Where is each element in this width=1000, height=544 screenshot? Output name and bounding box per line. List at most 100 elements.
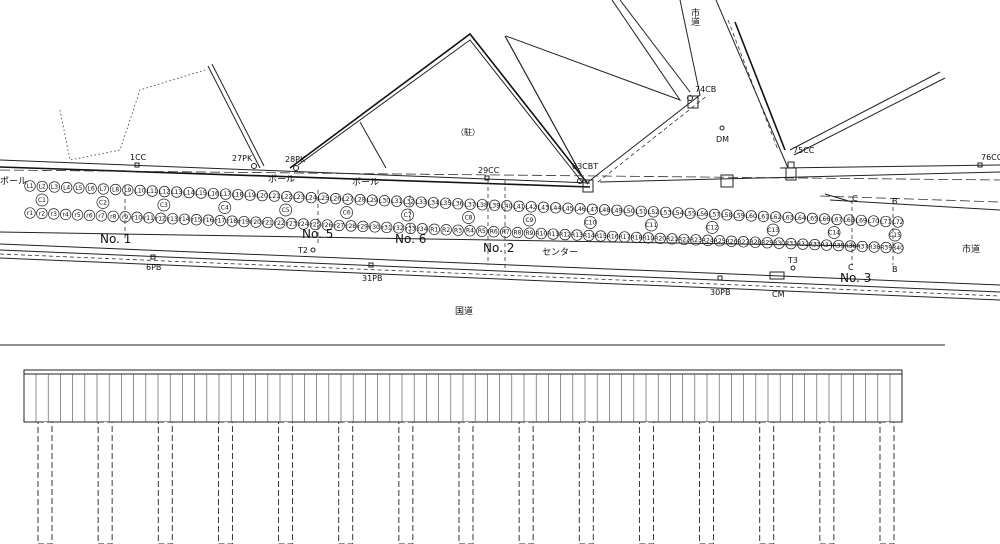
pile-bottom-65-circle xyxy=(785,238,797,250)
utility-box xyxy=(720,174,734,188)
pile-bottom-21-circle xyxy=(262,216,274,229)
pile-bottom-17-circle xyxy=(214,215,226,227)
pile-top-64-circle xyxy=(794,212,806,224)
pile-top-26-circle xyxy=(329,193,342,205)
pile-bottom-54-label: R20 xyxy=(654,235,666,242)
pile-bottom-28-circle xyxy=(345,220,357,232)
pile-bottom-62-label: R28 xyxy=(749,239,761,246)
center-label: センター xyxy=(542,247,578,258)
pile-top-27-label: L27 xyxy=(342,196,353,203)
elevation-pier-7 xyxy=(398,421,414,544)
pile-top-12-circle xyxy=(158,185,171,198)
elevation-pier-1 xyxy=(37,421,53,544)
pile-bottom-5-circle xyxy=(71,209,84,221)
pile-top-47-label: L47 xyxy=(587,206,598,213)
pile-bottom-59-circle xyxy=(713,235,726,247)
pile-bottom-32-circle xyxy=(392,222,405,234)
pile-bottom-43-label: R9 xyxy=(525,230,533,237)
pile-bottom-38-label: R4 xyxy=(466,228,474,235)
pile-bottom-10-circle xyxy=(131,211,143,223)
pile-top-25-label: L25 xyxy=(318,195,329,202)
pile-bottom-11-circle xyxy=(143,212,155,224)
pile-bottom-3-circle xyxy=(48,208,60,220)
pile-top-71-circle xyxy=(880,215,892,228)
pole-left-label: ポール xyxy=(0,176,27,187)
pile-bottom-14-label: r14 xyxy=(180,216,190,223)
pile-top-71-label: L71 xyxy=(880,218,891,225)
pile-top-7-label: L7 xyxy=(100,186,107,193)
pile-top-56-circle xyxy=(696,208,709,220)
marker-t3-label: T3 xyxy=(787,256,798,265)
pile-top-19-label: L19 xyxy=(245,192,256,199)
pile-mid-12-label: C12 xyxy=(706,225,718,232)
pile-top-32-label: L32 xyxy=(403,199,414,206)
pile-top-13-circle xyxy=(171,186,183,198)
no3-label: No. 3 xyxy=(840,271,871,285)
pile-bottom-26-label: r26 xyxy=(322,222,332,229)
pile-mid-10-circle xyxy=(584,216,597,229)
marker-cm-symbol xyxy=(769,271,785,280)
pile-top-5-circle xyxy=(73,182,85,194)
map-labels: 市道 市道 国道 （駐） ポール ポール ポール センター No. 1 No. … xyxy=(0,7,980,317)
pile-bottom-35-circle xyxy=(428,223,440,235)
pile-top-51-label: L51 xyxy=(636,208,647,215)
pile-bottom-56-label: R22 xyxy=(678,236,690,243)
pile-bottom-17-label: r17 xyxy=(215,218,225,225)
pile-top-3-label: L3 xyxy=(51,184,58,191)
pile-top-10-circle xyxy=(134,184,146,197)
pile-top-1-label: L1 xyxy=(26,183,33,190)
pile-bottom-25-label: r25 xyxy=(310,222,320,229)
pile-bottom-66-label: R32 xyxy=(797,241,809,248)
pile-bottom-50-label: R16 xyxy=(607,233,619,240)
pile-bottom-46-circle xyxy=(559,228,571,241)
marker-1cc-symbol xyxy=(134,162,140,168)
pile-top-56-label: L56 xyxy=(697,211,708,218)
elevation-pier-8 xyxy=(458,421,474,544)
pile-bottom-53-label: R19 xyxy=(642,235,654,242)
marker-30pb-label: 30PB xyxy=(710,288,731,297)
pile-bottom-29-label: r29 xyxy=(358,223,368,230)
pile-bottom-24-label: r24 xyxy=(298,221,308,228)
pile-bottom-70-circle xyxy=(844,240,857,252)
pile-bottom-73-label: R39 xyxy=(880,245,892,252)
pole-mid1-label: ポール xyxy=(268,174,295,185)
pile-top-57-label: L57 xyxy=(709,211,720,218)
pile-top-6-circle xyxy=(85,182,97,195)
pile-bottom-57-circle xyxy=(690,234,702,246)
pile-top-23-circle xyxy=(293,191,305,203)
pile-mid-2-label: C2 xyxy=(99,200,107,207)
pile-top-15-circle xyxy=(195,187,207,199)
pile-bottom-41-label: R7 xyxy=(502,229,510,236)
pile-top-37-circle xyxy=(464,198,476,210)
marker-t3-symbol xyxy=(790,265,796,271)
pile-top-46-circle xyxy=(574,203,586,215)
pile-mid-3-circle xyxy=(157,198,171,212)
pile-bottom-5-label: r5 xyxy=(74,212,80,219)
pile-top-22-label: L22 xyxy=(281,194,292,201)
pile-bottom-71-circle xyxy=(856,240,868,253)
marker-31pb-label: 31PB xyxy=(362,274,383,283)
pile-top-53-label: L53 xyxy=(660,209,671,216)
pile-top-42-label: L42 xyxy=(526,204,537,211)
pile-bottom-49-circle xyxy=(595,230,607,242)
pile-bottom-60-label: R26 xyxy=(726,238,738,245)
pile-bottom-18-circle xyxy=(226,215,238,227)
pile-bottom-24-circle xyxy=(297,218,310,230)
pile-bottom-55-circle xyxy=(666,233,678,245)
marker-74cb-label: 74CB xyxy=(695,85,716,94)
pile-bottom-8-circle xyxy=(107,210,119,223)
pile-top-38-circle xyxy=(476,199,488,211)
pile-bottom-51-label: R17 xyxy=(619,234,631,241)
pile-bottom-42-circle xyxy=(511,227,524,239)
pile-bottom-53-circle xyxy=(642,232,654,244)
pile-top-49-circle xyxy=(611,204,623,216)
marker-t2-label: T2 xyxy=(297,246,308,255)
pile-bottom-6-label: r6 xyxy=(86,212,92,219)
pile-top-26-label: L26 xyxy=(330,196,341,203)
pile-bottom-48-circle xyxy=(583,229,595,242)
pile-top-50-label: L50 xyxy=(624,208,635,215)
pile-top-40-circle xyxy=(501,200,513,212)
pile-bottom-1-label: r1 xyxy=(27,210,33,217)
pile-bottom-34-label: r34 xyxy=(417,226,427,233)
